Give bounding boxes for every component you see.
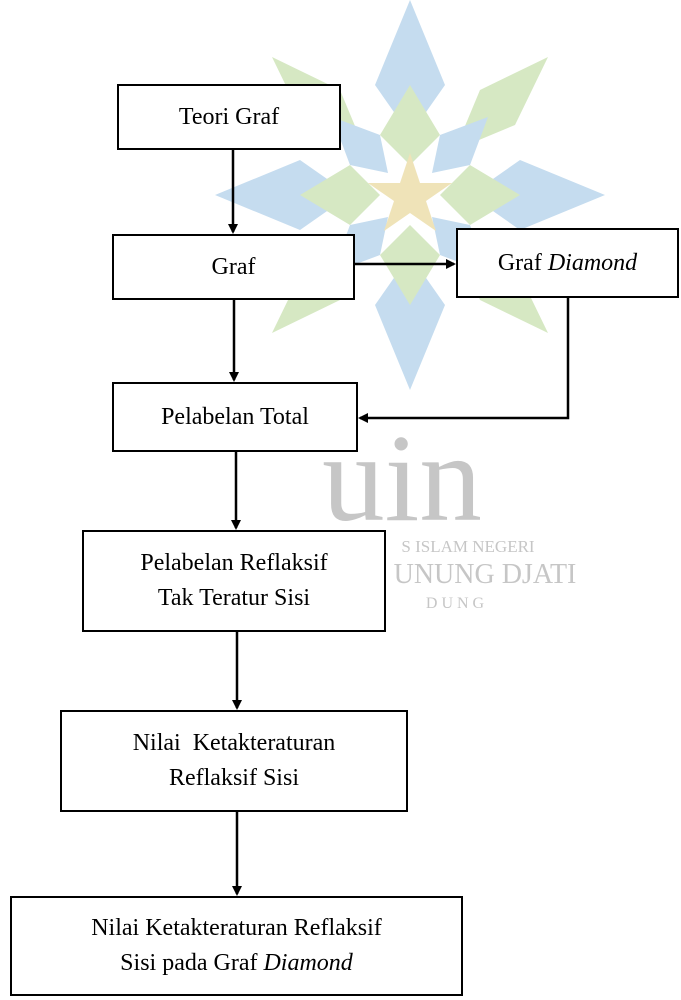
node-teori-graf-label: Teori Graf [178,103,280,130]
node-graf-diamond: Graf Diamond [456,228,679,298]
watermark-line-2: UNUNG DJATI [394,559,577,590]
node-pelabelan-reflaksif-line-1: Pelabelan Reflaksif [140,550,328,577]
node-graf-diamond-label: Graf Diamond [498,246,637,281]
node-graf-diamond-label-italic: Diamond [547,249,638,276]
node-graf-diamond-label-prefix: Graf [497,249,548,276]
node-nilai-diamond-line-1: Nilai Ketakteraturan Reflaksif [91,915,382,942]
edge-diamond-to-pelabelan-total [358,298,570,423]
node-nilai-ketakteraturan: Nilai Ketakteraturan Reflaksif Sisi [60,710,408,812]
node-pelabelan-reflaksif-line-2: Tak Teratur Sisi [157,585,311,611]
node-nilai-diamond-line-2: Sisi pada Graf Diamond [91,946,382,981]
node-nilai-diamond-line-2-prefix: Sisi pada Graf [120,950,264,976]
node-graf: Graf [112,234,355,300]
watermark-line-1: S ISLAM NEGERI [401,537,535,556]
node-nilai-diamond-line-2-italic: Diamond [263,950,353,976]
node-pelabelan-total: Pelabelan Total [112,382,358,452]
node-nilai-diamond: Nilai Ketakteraturan Reflaksif Sisi pada… [10,896,463,996]
node-graf-label: Graf [211,253,256,280]
watermark-line-3: D U N G [426,595,485,612]
node-teori-graf: Teori Graf [117,84,341,150]
node-pelabelan-reflaksif: Pelabelan Reflaksif Tak Teratur Sisi [82,530,386,632]
node-pelabelan-total-label: Pelabelan Total [161,403,309,430]
node-nilai-ketakteraturan-line-1: Nilai Ketakteraturan [132,730,336,757]
node-nilai-ketakteraturan-line-2: Reflaksif Sisi [168,765,299,791]
